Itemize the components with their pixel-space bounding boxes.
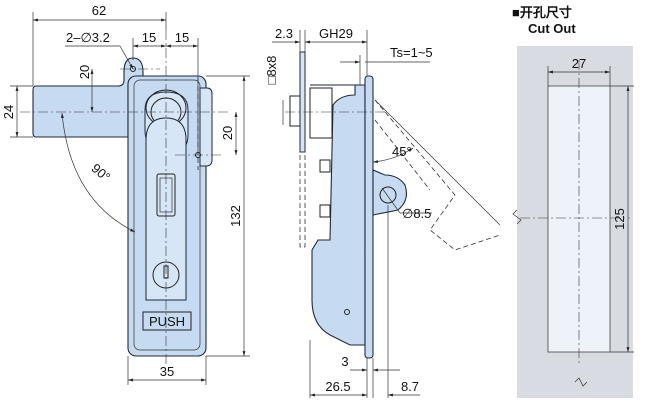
cam-plate xyxy=(299,51,306,153)
body-side xyxy=(310,84,366,346)
dim-35: 35 xyxy=(160,364,174,379)
dim-45-deg: 45° xyxy=(392,144,412,159)
front-view: PUSH 62 2–∅3.2 15 15 20 24 90° 20 xyxy=(1,3,250,385)
dim-15-right: 15 xyxy=(175,30,189,45)
dim-15-left: 15 xyxy=(142,30,156,45)
mount-hole xyxy=(130,66,136,72)
dim-gh29: GH29 xyxy=(319,26,353,41)
dim-62: 62 xyxy=(92,3,106,18)
dim-20-pivot: 20 xyxy=(220,126,235,140)
cutout-title-cn: ■开孔尺寸 xyxy=(512,5,572,20)
dim-132: 132 xyxy=(228,205,243,227)
dim-8-7: 8.7 xyxy=(401,379,419,394)
push-label: PUSH xyxy=(149,314,185,329)
dim-3: 3 xyxy=(341,354,348,369)
side-view: 2.3 GH29 □8x8 Ts=1~5 45° ∅8.5 3 26.5 8.7 xyxy=(264,26,501,398)
dim-holes: 2–∅3.2 xyxy=(66,30,110,45)
dim-26-5: 26.5 xyxy=(325,379,350,394)
dim-24: 24 xyxy=(1,105,16,119)
cutout-view: ■开孔尺寸 Cut Out 27 125 xyxy=(512,5,634,398)
dim-90-deg: 90° xyxy=(89,160,114,184)
dim-hole-8-5: ∅8.5 xyxy=(402,206,431,221)
cutout-title-en: Cut Out xyxy=(528,21,576,36)
dim-125: 125 xyxy=(612,208,627,230)
dim-ts: Ts=1~5 xyxy=(390,45,433,60)
dim-square-8x8: □8x8 xyxy=(264,56,279,85)
dim-2-3: 2.3 xyxy=(275,26,293,41)
dim-20-hole: 20 xyxy=(77,65,92,79)
flange xyxy=(364,75,374,359)
dim-27: 27 xyxy=(572,56,586,71)
